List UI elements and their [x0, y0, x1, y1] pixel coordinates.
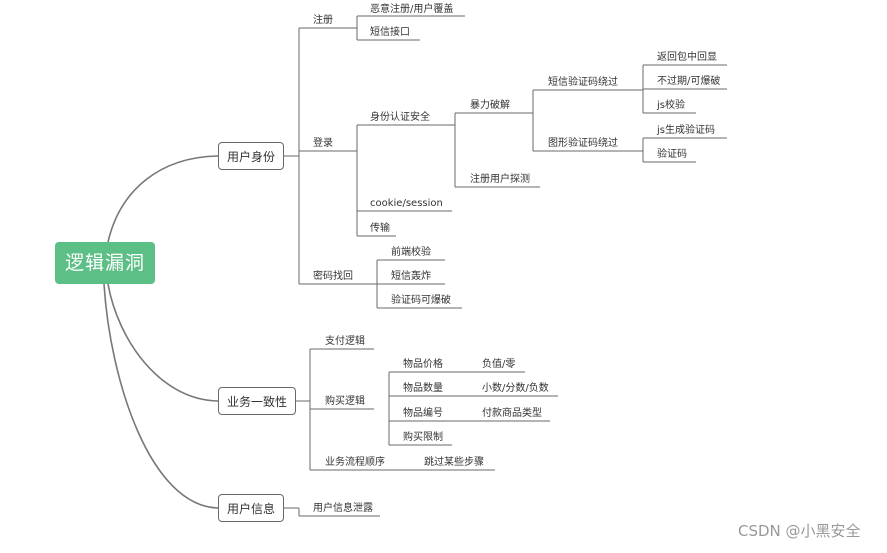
- link-root-business: [107, 283, 219, 402]
- node-login[interactable]: 登录: [313, 138, 333, 149]
- node-response-echo[interactable]: 返回包中回显: [657, 52, 717, 63]
- node-brute-force[interactable]: 暴力破解: [470, 100, 510, 111]
- node-info-leak[interactable]: 用户信息泄露: [313, 503, 373, 514]
- branch-business[interactable]: 业务一致性: [218, 387, 296, 415]
- node-sms-api[interactable]: 短信接口: [370, 27, 410, 38]
- link-root-info: [103, 283, 219, 509]
- node-number-detail[interactable]: 付款商品类型: [482, 408, 542, 419]
- branch-identity[interactable]: 用户身份: [218, 142, 284, 170]
- link-root-identity: [107, 155, 219, 243]
- node-user-probe[interactable]: 注册用户探测: [470, 174, 530, 185]
- node-item-price[interactable]: 物品价格: [403, 359, 443, 370]
- node-register[interactable]: 注册: [313, 15, 333, 26]
- watermark: CSDN @小黑安全: [738, 522, 861, 540]
- node-item-number[interactable]: 物品编号: [403, 408, 443, 419]
- node-frontend-check[interactable]: 前端校验: [391, 247, 431, 258]
- node-skip-steps[interactable]: 跳过某些步骤: [424, 457, 484, 468]
- node-purchase-logic[interactable]: 购买逻辑: [325, 396, 365, 407]
- node-captcha[interactable]: 验证码: [657, 149, 687, 160]
- node-js-generated-code[interactable]: js生成验证码: [657, 125, 715, 136]
- node-payment-logic[interactable]: 支付逻辑: [325, 336, 365, 347]
- node-image-code-bypass[interactable]: 图形验证码绕过: [548, 138, 618, 149]
- node-item-quantity[interactable]: 物品数量: [403, 383, 443, 394]
- node-purchase-limit[interactable]: 购买限制: [403, 432, 443, 443]
- node-password-recovery[interactable]: 密码找回: [313, 271, 353, 282]
- node-no-expire[interactable]: 不过期/可爆破: [657, 76, 721, 87]
- branch-info[interactable]: 用户信息: [218, 494, 284, 522]
- node-price-detail[interactable]: 负值/零: [482, 359, 516, 370]
- node-process-order[interactable]: 业务流程顺序: [325, 457, 385, 468]
- node-auth-security[interactable]: 身份认证安全: [370, 112, 430, 123]
- node-quantity-detail[interactable]: 小数/分数/负数: [482, 383, 549, 394]
- root-node[interactable]: 逻辑漏洞: [55, 242, 155, 284]
- node-sms-code-bypass[interactable]: 短信验证码绕过: [548, 77, 618, 88]
- node-js-check[interactable]: js校验: [657, 100, 685, 111]
- node-sms-bombing[interactable]: 短信轰炸: [391, 271, 431, 282]
- node-cookie-session[interactable]: cookie/session: [370, 198, 443, 209]
- node-malicious-register[interactable]: 恶意注册/用户覆盖: [370, 4, 454, 15]
- node-transfer[interactable]: 传输: [370, 223, 390, 234]
- node-code-brute[interactable]: 验证码可爆破: [391, 295, 451, 306]
